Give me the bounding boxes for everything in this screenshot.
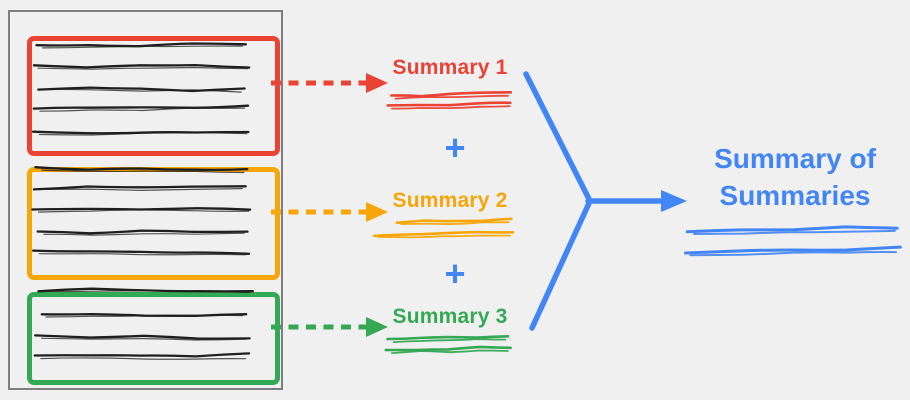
summary-underline-echo-3 [391,349,509,354]
summary-underline-echo-2 [400,221,510,225]
summary-underline-echo-2 [377,234,512,239]
summary-underline-echo-1 [394,94,509,100]
summary-underline-3 [384,345,512,352]
document-chunk-3 [27,292,280,385]
summary-underline-echo-1 [390,105,511,110]
merge-lines [523,71,666,331]
plus-sign-1: + [444,127,466,168]
summary-underline-3 [386,335,510,341]
final-underline-echo [693,229,896,235]
summary-2-label: Summary 2 [392,189,508,212]
summary-underline-2 [395,217,513,225]
final-summary-label: Summary of Summaries [714,143,876,211]
document-chunk-2 [27,167,280,280]
final-underline-echo [689,251,897,257]
summary-3-label: Summary 3 [392,305,508,328]
summary-1-label: Summary 1 [392,56,508,79]
summary-underline-1 [386,101,512,107]
merge-arrowhead [661,190,687,212]
summary-underline-1 [390,91,513,98]
summary-underline-2 [372,230,515,238]
document-chunk-1 [27,36,280,156]
final-underline [684,245,902,255]
summary-underline-echo-3 [392,338,507,343]
final-underline [685,225,899,234]
source-document-frame [8,10,283,390]
plus-sign-2: + [444,253,466,294]
